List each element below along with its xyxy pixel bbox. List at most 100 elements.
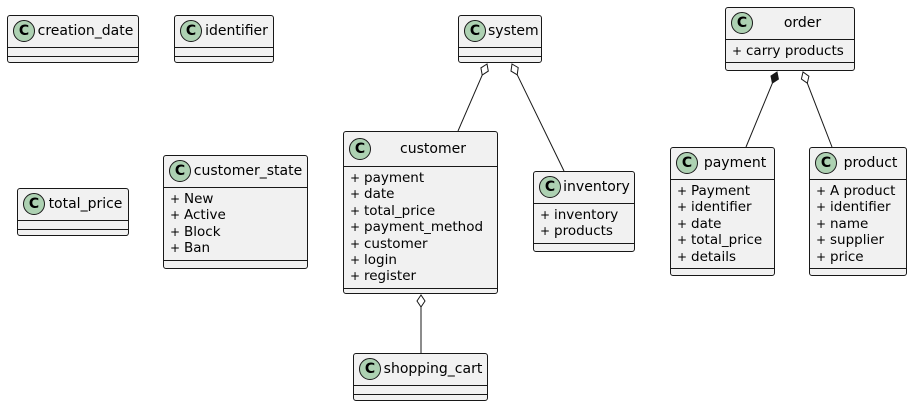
relation-system-inventory xyxy=(510,63,565,172)
attribute: +total_price xyxy=(677,232,774,248)
attribute: +New xyxy=(170,191,307,207)
class-name: creation_date xyxy=(37,23,134,39)
class-c-icon: C xyxy=(676,152,698,174)
methods-compartment xyxy=(175,56,273,65)
methods-compartment xyxy=(726,62,854,71)
attributes-compartment: +A product +identifier +name +supplier +… xyxy=(810,179,906,268)
composition-diamond-icon xyxy=(770,71,779,84)
class-name: total_price xyxy=(48,196,123,212)
class-header: C product xyxy=(810,148,906,179)
visibility-public-icon: + xyxy=(816,233,827,248)
class-c-icon: C xyxy=(539,176,561,198)
attribute-name: price xyxy=(830,248,864,265)
class-header: C order xyxy=(726,8,854,39)
class-c-icon: C xyxy=(359,358,381,380)
class-order[interactable]: C order +carry products xyxy=(725,7,855,71)
class-name: system xyxy=(488,23,539,39)
class-name: payment xyxy=(703,155,767,171)
attribute-name: login xyxy=(364,251,397,268)
attribute: +carry products xyxy=(732,43,854,59)
visibility-public-icon: + xyxy=(816,249,827,264)
attribute: +date xyxy=(350,186,497,202)
visibility-public-icon: + xyxy=(350,187,361,202)
attribute-name: total_price xyxy=(691,232,763,249)
attribute-name: details xyxy=(691,248,736,265)
class-name: identifier xyxy=(205,23,268,39)
attribute-name: products xyxy=(554,223,613,240)
class-payment[interactable]: C payment +Payment +identifier +date +to… xyxy=(670,147,775,276)
attribute-name: A product xyxy=(830,183,896,199)
class-inventory[interactable]: C inventory +inventory +products xyxy=(533,171,635,252)
attribute: +login xyxy=(350,252,497,268)
methods-compartment xyxy=(164,259,307,269)
class-c-icon: C xyxy=(464,20,486,42)
attributes-compartment xyxy=(175,47,273,56)
class-header: C customer xyxy=(344,132,497,166)
class-customer-state[interactable]: C customer_state +New +Active +Block +Ba… xyxy=(163,155,308,269)
class-name: shopping_cart xyxy=(383,361,483,377)
attribute: +payment xyxy=(350,170,497,186)
methods-compartment xyxy=(354,394,487,403)
visibility-public-icon: + xyxy=(816,216,827,231)
visibility-public-icon: + xyxy=(677,184,688,198)
attribute: +register xyxy=(350,268,497,284)
class-c-icon: C xyxy=(169,160,191,182)
attributes-compartment: +payment +date +total_price +payment_met… xyxy=(344,166,497,288)
methods-compartment xyxy=(8,56,138,65)
visibility-public-icon: + xyxy=(350,236,361,251)
attributes-compartment: +New +Active +Block +Ban xyxy=(164,187,307,260)
visibility-public-icon: + xyxy=(677,216,688,231)
class-total-price[interactable]: C total_price xyxy=(17,188,129,236)
attributes-compartment: +Payment +identifier +date +total_price … xyxy=(671,179,774,268)
attribute-name: payment_method xyxy=(364,219,484,236)
attribute-name: inventory xyxy=(554,207,619,223)
visibility-public-icon: + xyxy=(350,269,361,284)
visibility-public-icon: + xyxy=(732,44,743,58)
attribute: +customer xyxy=(350,236,497,252)
class-shopping-cart[interactable]: C shopping_cart xyxy=(353,353,488,401)
relation-order-product xyxy=(800,71,833,148)
methods-compartment xyxy=(810,267,906,277)
class-customer[interactable]: C customer +payment +date +total_price +… xyxy=(343,131,498,294)
attributes-compartment xyxy=(459,47,541,56)
attribute: +name xyxy=(816,216,906,232)
methods-compartment xyxy=(534,242,634,252)
attribute-name: total_price xyxy=(364,202,436,219)
aggregation-diamond-icon xyxy=(416,294,426,308)
visibility-public-icon: + xyxy=(350,203,361,218)
class-c-icon: C xyxy=(13,20,35,42)
class-header: C identifier xyxy=(175,16,273,47)
aggregation-diamond-icon xyxy=(480,63,489,76)
attribute: +identifier xyxy=(816,199,906,215)
class-name: product xyxy=(843,155,898,171)
class-header: C shopping_cart xyxy=(354,354,487,385)
class-c-icon: C xyxy=(180,20,202,42)
relation-line xyxy=(457,74,483,132)
class-header: C payment xyxy=(671,148,774,179)
class-header: C inventory xyxy=(534,172,634,203)
attribute-name: carry products xyxy=(746,43,844,59)
class-creation-date[interactable]: C creation_date xyxy=(7,15,139,63)
relation-line xyxy=(745,82,773,148)
attribute-name: customer xyxy=(364,235,428,252)
class-name: inventory xyxy=(563,179,630,195)
aggregation-diamond-icon xyxy=(800,71,810,85)
attribute: +Payment xyxy=(677,183,774,199)
attribute-name: identifier xyxy=(830,199,891,216)
aggregation-diamond-icon xyxy=(510,63,519,76)
class-c-icon: C xyxy=(349,138,371,160)
attributes-compartment xyxy=(8,47,138,56)
relation-line xyxy=(516,74,565,172)
class-identifier[interactable]: C identifier xyxy=(174,15,274,63)
attributes-compartment: +inventory +products xyxy=(534,203,634,243)
attribute-name: New xyxy=(184,191,214,207)
attribute: +total_price xyxy=(350,203,497,219)
attribute: +A product xyxy=(816,183,906,199)
attribute-name: supplier xyxy=(830,232,885,249)
class-system[interactable]: C system xyxy=(458,15,542,63)
visibility-public-icon: + xyxy=(540,208,551,222)
visibility-public-icon: + xyxy=(540,224,551,239)
class-product[interactable]: C product +A product +identifier +name +… xyxy=(809,147,907,276)
attribute: +Ban xyxy=(170,240,307,256)
